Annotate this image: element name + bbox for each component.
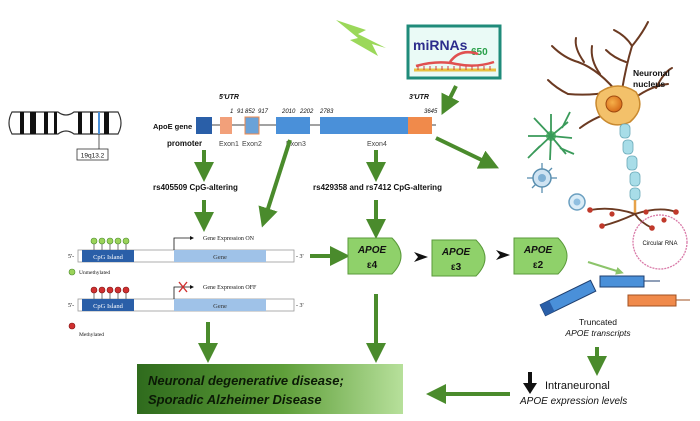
exon4-snp-label: rs429358 and rs7412 CpG-altering — [313, 183, 442, 192]
disease-box: Neuronal degenerative disease; Sporadic … — [137, 364, 403, 414]
prime5-bottom: 5'- — [68, 303, 74, 309]
circular-rna-label: Circular RNA — [642, 241, 677, 247]
unmethylated-legend: Unmethylated — [79, 270, 110, 276]
transcripts-label-2: APOE transcripts — [564, 328, 631, 338]
lightning-icon — [336, 20, 386, 56]
microglia-icon — [527, 163, 557, 193]
mirna-box: miRNAs 650 — [406, 24, 502, 80]
gene-label-bottom: Gene — [213, 303, 227, 310]
utr5-label: 5'UTR — [219, 94, 239, 101]
chromosome-band-label: 19q13.2 — [81, 153, 105, 160]
isoform-e3-name: APOE — [441, 247, 471, 258]
isoform-e4: APOE ε4 — [347, 237, 402, 275]
utr3-block — [408, 117, 432, 134]
disease-label-2: Sporadic Alzheimer Disease — [148, 392, 322, 407]
expression-on-label: Gene Expression ON — [203, 236, 255, 242]
flow-arrows — [194, 85, 607, 404]
cross-icon — [178, 281, 188, 293]
isoform-e2-name: APOE — [523, 245, 553, 256]
neuron-nucleus-label-1: Neuronal — [633, 68, 670, 78]
greater-than-signs — [414, 250, 510, 262]
gene-label-top: Gene — [213, 254, 227, 261]
exon1-block — [220, 117, 232, 134]
promoter-label: promoter — [167, 139, 202, 148]
apoe-gene-diagram: ApoE gene 5'UTR 3'UTR 1 91 852 917 2010 … — [153, 94, 438, 148]
expression-levels: Intraneuronal APOE expression levels — [519, 372, 627, 407]
utr3-label: 3'UTR — [409, 94, 429, 101]
neuron-nucleus — [605, 95, 623, 113]
isoform-e4-name: APOE — [357, 245, 387, 256]
chromosome: 19q13.2 — [8, 111, 122, 161]
oligodendrocyte-icon — [568, 193, 586, 211]
pos-852: 852 — [245, 109, 256, 115]
expression-label-2: APOE expression levels — [519, 396, 627, 407]
exon4-block — [320, 117, 408, 134]
promoter-block — [196, 117, 212, 134]
cpg-label-top: CpG Island — [93, 254, 124, 261]
astrocyte-icon — [527, 111, 575, 161]
methylated-panel: 5'- CpG Island Gene - 3' Gene Expression… — [68, 281, 304, 338]
truncated-transcripts: Truncated APOE transcripts — [539, 261, 690, 338]
exon2-label: Exon2 — [242, 141, 262, 148]
exon2-block — [244, 116, 260, 135]
neuron-illustration: Neuronal nucleus — [547, 21, 679, 231]
circular-rna — [632, 214, 688, 270]
prime3-bottom: - 3' — [296, 303, 304, 309]
gene-name: ApoE gene — [153, 122, 192, 131]
unmethylated-panel: 5'- CpG Island Gene - 3' Gene Expression… — [68, 236, 304, 276]
pos-91: 91 — [237, 109, 244, 115]
pos-2783: 2783 — [319, 109, 334, 115]
mirna-label: miRNAs — [413, 37, 468, 53]
methylated-legend: Methylated — [79, 332, 104, 338]
pos-2202: 2202 — [299, 109, 314, 115]
prime3-top: - 3' — [296, 254, 304, 260]
neuron-nucleus-label-2: nucleus — [633, 79, 665, 89]
isoform-e3: APOE ε3 — [431, 239, 486, 277]
isoform-e2-sub: ε2 — [533, 260, 544, 271]
exon3-block — [276, 117, 310, 134]
isoform-e3-sub: ε3 — [451, 262, 462, 273]
expression-off-label: Gene Expression OFF — [203, 285, 257, 291]
cpg-label-bottom: CpG Island — [93, 303, 124, 310]
expression-label-1: Intraneuronal — [545, 380, 610, 392]
mirna-number: 650 — [471, 47, 488, 58]
promoter-snp-label: rs405509 CpG-altering — [153, 183, 238, 192]
prime5-top: 5'- — [68, 254, 74, 260]
transcripts-label-1: Truncated — [579, 317, 617, 327]
exon4-label: Exon4 — [367, 141, 387, 148]
isoform-e2: APOE ε2 — [513, 237, 568, 275]
disease-label-1: Neuronal degenerative disease; — [148, 373, 344, 388]
pos-2010: 2010 — [281, 109, 296, 115]
isoform-e4-sub: ε4 — [367, 260, 378, 271]
pos-3645: 3645 — [424, 109, 438, 115]
exon1-label: Exon1 — [219, 141, 239, 148]
pos-1: 1 — [230, 109, 233, 115]
exon3-label: Exon3 — [286, 141, 306, 148]
pos-917: 917 — [258, 109, 269, 115]
